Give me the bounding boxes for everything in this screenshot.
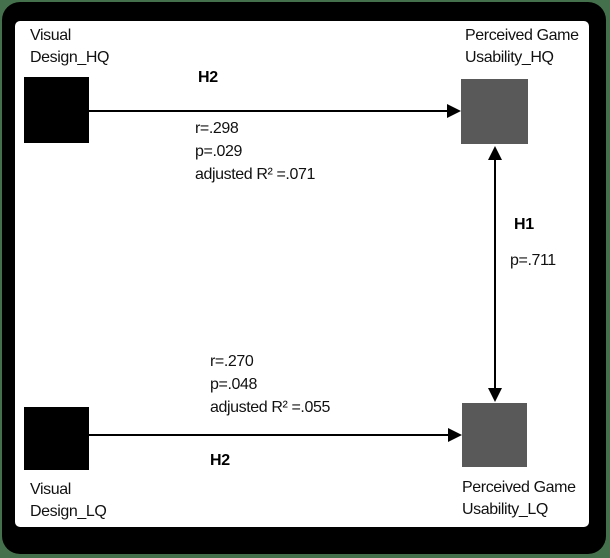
h2-bottom-label: H2	[210, 452, 230, 469]
h2-bottom-stat-p: p=.048	[210, 376, 257, 393]
node-label-perceived-game-usability-hq: Perceived Game Usability_HQ	[465, 25, 579, 69]
node-label-line: Perceived Game	[465, 27, 579, 44]
h2-bottom-arrowhead-icon	[448, 428, 462, 442]
h2-top-label: H2	[198, 69, 218, 86]
node-square-perceived-game-usability-hq	[461, 79, 528, 144]
h2-bottom-stat-r: r=.270	[210, 353, 254, 370]
h2-bottom-stat-r2: adjusted R² =.055	[210, 399, 330, 416]
node-label-perceived-game-usability-lq: Perceived Game Usability_LQ	[462, 477, 576, 521]
h1-arrow-line	[494, 155, 496, 393]
node-square-visual-design-lq	[24, 407, 89, 470]
h2-top-stat-r: r=.298	[195, 120, 239, 137]
node-square-visual-design-hq	[24, 77, 89, 143]
h1-arrowhead-down-icon	[488, 388, 502, 402]
h2-top-stat-p: p=.029	[195, 143, 242, 160]
node-label-line: Design_HQ	[30, 49, 110, 66]
node-label-line: Perceived Game	[462, 479, 576, 496]
h2-top-arrowhead-icon	[447, 104, 461, 118]
h2-top-stat-r2: adjusted R² =.071	[195, 166, 315, 183]
node-label-line: Design_LQ	[30, 503, 107, 520]
h2-bottom-stats: r=.270 p=.048 adjusted R² =.055	[210, 350, 330, 419]
node-label-line: Visual	[30, 27, 71, 44]
node-square-perceived-game-usability-lq	[462, 403, 527, 467]
h2-bottom-arrow-line	[89, 434, 449, 436]
h2-top-stats: r=.298 p=.029 adjusted R² =.071	[195, 117, 315, 186]
h1-stat-p: p=.711	[510, 252, 556, 269]
h2-top-arrow-line	[89, 110, 449, 112]
node-label-visual-design-hq: Visual Design_HQ	[30, 25, 110, 69]
h1-arrowhead-up-icon	[488, 146, 502, 160]
node-label-line: Usability_HQ	[465, 49, 554, 66]
node-label-visual-design-lq: Visual Design_LQ	[30, 479, 107, 523]
node-label-line: Visual	[30, 481, 71, 498]
h1-label: H1	[514, 216, 534, 233]
node-label-line: Usability_LQ	[462, 501, 548, 518]
